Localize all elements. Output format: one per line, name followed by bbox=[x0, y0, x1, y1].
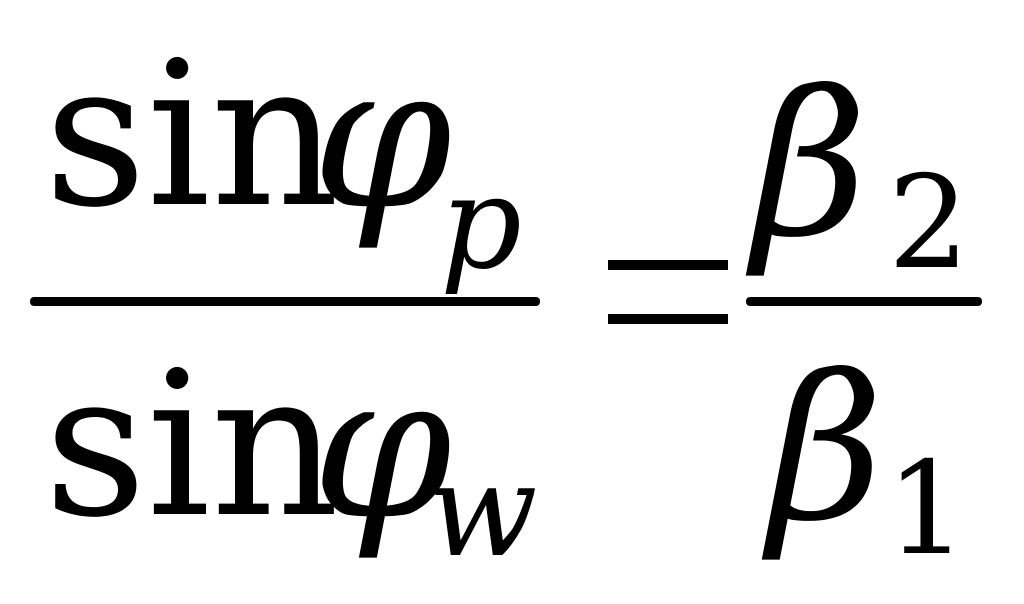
denominator-sin-function: sin bbox=[44, 329, 340, 562]
denominator-phi-subscript: w bbox=[428, 437, 538, 586]
right-fraction-bar bbox=[746, 297, 982, 306]
numerator-sin-function: sin bbox=[44, 19, 340, 252]
equals-sign-bottom-bar bbox=[608, 314, 728, 324]
numerator-phi-symbol: φ bbox=[312, 21, 453, 254]
numerator-beta-subscript: 2 bbox=[888, 149, 970, 298]
left-fraction-bar bbox=[30, 297, 540, 306]
denominator-phi-symbol: φ bbox=[312, 331, 453, 564]
numerator-beta-symbol: β bbox=[752, 49, 868, 282]
numerator-phi-subscript: p bbox=[440, 149, 522, 298]
denominator-beta-subscript: 1 bbox=[886, 435, 968, 584]
denominator-beta-symbol: β bbox=[768, 333, 884, 566]
equals-sign-top-bar bbox=[608, 260, 728, 270]
